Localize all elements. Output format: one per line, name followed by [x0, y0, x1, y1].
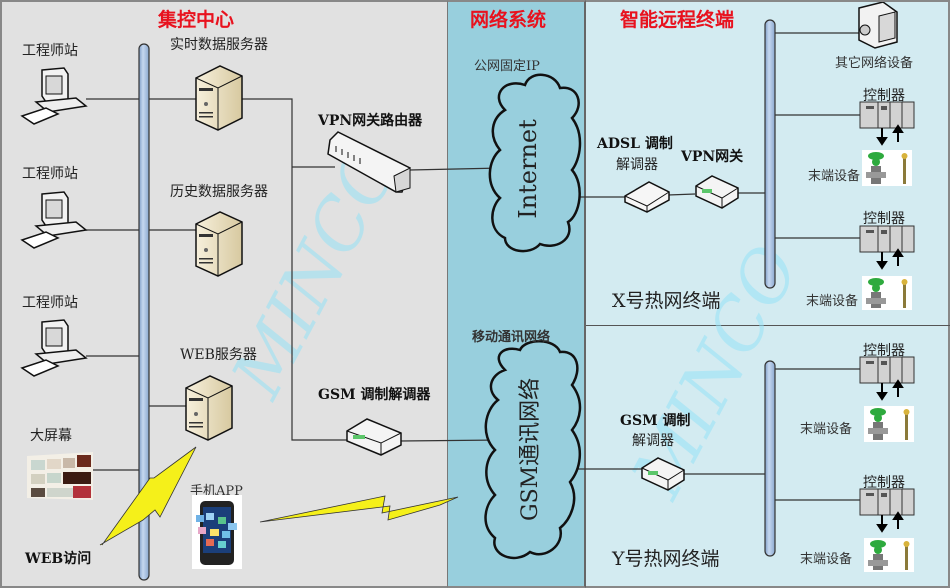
link-gsm-cloud [399, 439, 503, 442]
y-station-bus [764, 360, 776, 557]
vpn-gateway-label: VPN网关 [681, 149, 744, 165]
workstation-computer-icon[interactable] [20, 66, 90, 132]
web-server-icon[interactable] [184, 374, 236, 444]
internet-cloud-label: Internet [514, 119, 542, 219]
terminal-device-icon [862, 150, 912, 186]
x-station-bus [764, 19, 776, 289]
workstation-label: 工程师站 [22, 295, 78, 311]
mobile-network-caption: 移动通讯网络 [472, 330, 551, 345]
station-divider [586, 325, 950, 326]
link-realtime-gsm [240, 98, 350, 441]
terminal-device-icon [864, 538, 914, 572]
other-network-device-icon[interactable] [853, 2, 903, 50]
other-network-device-label: 其它网络设备 [835, 56, 914, 71]
internet-cloud-shape [488, 73, 582, 253]
gsm-cloud-label: GSM通讯网络 [518, 377, 543, 521]
internet-caption: 公网固定IP [474, 59, 540, 74]
controller-label: 控制器 [863, 343, 905, 359]
controller-plc-icon[interactable] [858, 355, 916, 439]
center-bus [138, 43, 150, 581]
big-screen-wall-icon[interactable] [27, 452, 93, 502]
web-access-label: WEB访问 [25, 551, 92, 567]
web-access-lightning [99, 446, 197, 546]
workstation-computer-icon[interactable] [20, 318, 90, 384]
x-station-title: X号热网终端 [612, 290, 721, 312]
controller-plc-icon[interactable] [858, 487, 916, 571]
vpn-router-icon[interactable] [326, 130, 412, 194]
adsl-modem-icon[interactable] [623, 178, 671, 214]
realtime-server-icon[interactable] [194, 64, 246, 134]
adsl-modem-label-line2: 解调器 [616, 157, 658, 173]
terminal-device-label: 末端设备 [808, 169, 861, 184]
zone-title-center: 集控中心 [158, 9, 235, 31]
big-screen-label: 大屏幕 [30, 428, 72, 444]
workstation-label: 工程师站 [22, 43, 78, 59]
controller-label: 控制器 [863, 211, 905, 227]
vpn-router-label: VPN网关路由器 [318, 113, 423, 129]
mobile-phone-icon[interactable] [192, 495, 242, 569]
controller-label: 控制器 [863, 88, 905, 104]
link-vpn-internet [409, 167, 503, 171]
controller-plc-icon[interactable] [858, 100, 916, 184]
zone-title-network: 网络系统 [470, 9, 547, 31]
link-adsl-vpn [667, 193, 696, 196]
gsm-cloud-shape [484, 340, 582, 560]
mobile-lightning [259, 495, 459, 523]
y-gsm-modem-icon[interactable] [640, 456, 686, 492]
realtime-server-label: 实时数据服务器 [170, 37, 268, 53]
zone-title-remote: 智能远程终端 [620, 9, 735, 31]
history-server-icon[interactable] [194, 210, 246, 280]
y-gsm-modem-label: GSM 调制 [620, 413, 691, 429]
vpn-gateway-icon[interactable] [694, 174, 740, 210]
gsm-modem-icon[interactable] [345, 415, 403, 457]
controller-plc-icon[interactable] [858, 224, 916, 308]
y-station-title: Y号热网终端 [612, 548, 720, 570]
terminal-device-label: 末端设备 [800, 552, 853, 567]
terminal-device-icon [862, 276, 912, 310]
y-gsm-modem-label-line2: 解调器 [632, 433, 674, 449]
terminal-device-icon [864, 406, 914, 442]
workstation-label: 工程师站 [22, 166, 78, 182]
web-server-label: WEB服务器 [180, 347, 257, 363]
adsl-modem-label: ADSL 调制 [597, 136, 673, 152]
terminal-device-label: 末端设备 [800, 422, 853, 437]
terminal-device-label: 末端设备 [806, 294, 859, 309]
gsm-modem-label: GSM 调制解调器 [318, 387, 431, 403]
history-server-label: 历史数据服务器 [170, 184, 268, 200]
workstation-computer-icon[interactable] [20, 190, 90, 256]
controller-label: 控制器 [863, 475, 905, 491]
